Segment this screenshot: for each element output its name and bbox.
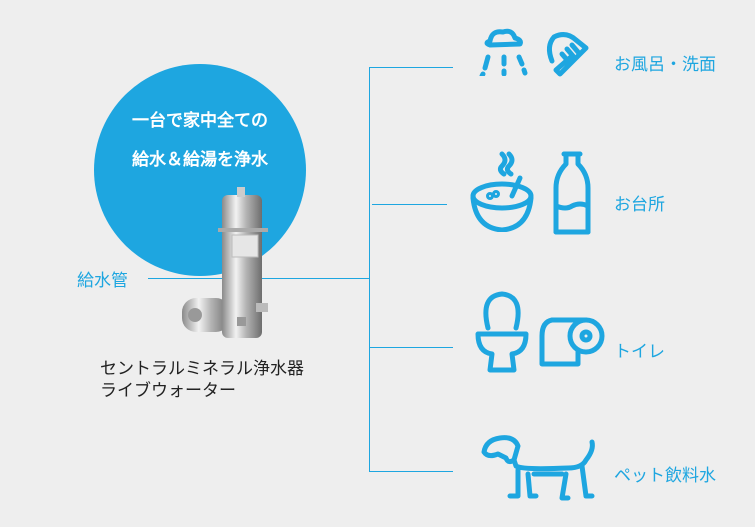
- product-name-line2: ライブウォーター: [100, 381, 236, 401]
- branch-line-bath: [369, 67, 453, 68]
- feature-circle: [94, 64, 306, 276]
- destination-label-toilet: トイレ: [614, 342, 665, 362]
- branch-line-toilet: [369, 347, 453, 348]
- supply-pipe-label: 給水管: [77, 271, 128, 291]
- destination-label-bath: お風呂・洗面: [614, 55, 716, 75]
- bowl-icon: [470, 151, 534, 232]
- trunk-line: [369, 67, 370, 472]
- toilet-paper-icon: [539, 317, 605, 367]
- toilet-icon: [475, 291, 529, 373]
- product-name-line1: セントラルミネラル浄水器: [100, 359, 304, 379]
- bottle-icon: [553, 151, 591, 235]
- destination-label-pet: ペット飲料水: [614, 466, 716, 486]
- branch-line-pet: [369, 471, 453, 472]
- branch-line-kitchen: [372, 204, 447, 205]
- water-purifier-image: [182, 187, 268, 338]
- circle-text-line1: 一台で家中全ての: [132, 111, 268, 131]
- circle-text-line2: 給水＆給湯を浄水: [132, 150, 268, 170]
- destination-label-kitchen: お台所: [614, 195, 665, 215]
- toothbrush-icon: [546, 32, 589, 77]
- dog-icon: [481, 435, 595, 501]
- shower-icon: [479, 28, 528, 76]
